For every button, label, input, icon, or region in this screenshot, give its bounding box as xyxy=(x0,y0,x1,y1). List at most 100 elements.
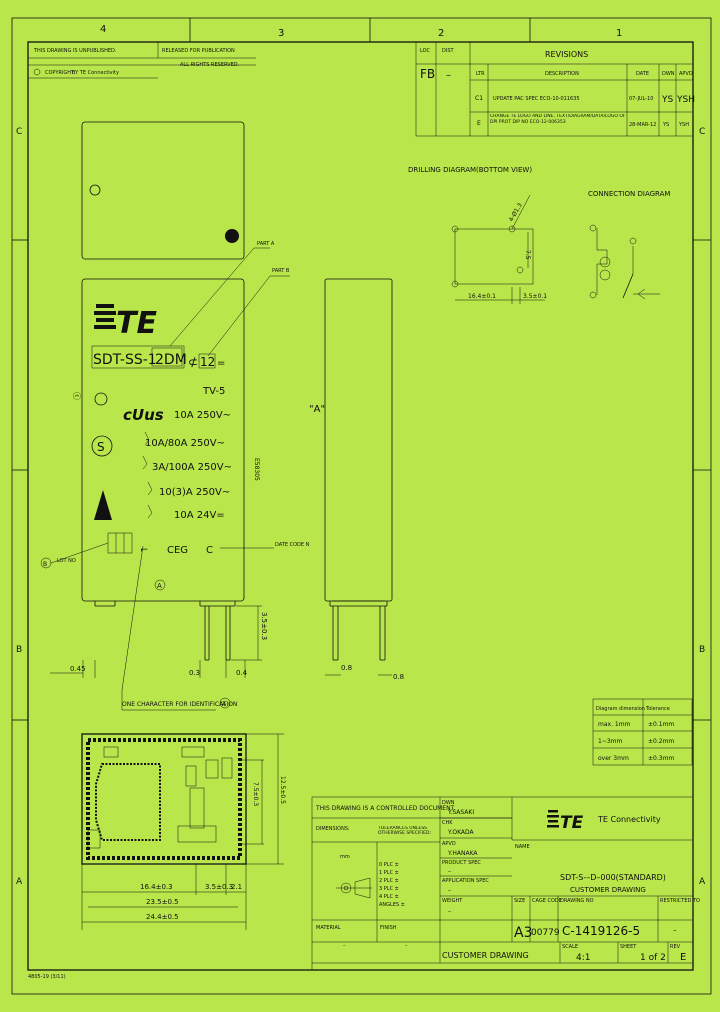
drill-dim-16-4: 16.4±0.1 xyxy=(468,293,496,300)
dim-0-8-side: 0.8 xyxy=(341,664,352,672)
callout-circle-a: A xyxy=(222,701,227,708)
tb-dimensions-unit: mm xyxy=(340,854,350,860)
zone-top-2: 2 xyxy=(438,28,444,39)
zone-top-3: 3 xyxy=(278,28,284,39)
dim-0-4: 0.4 xyxy=(236,669,248,677)
callout-lot-no: LOT NO xyxy=(57,558,76,564)
relay-front-view: TE SDT-SS-1 2DM ⊄ 12 = TV-5 cUus S 10A 2… xyxy=(72,278,260,661)
rev-row1-apvd: YSH xyxy=(676,95,695,105)
label-type: TV-5 xyxy=(202,386,225,397)
tb-tol-1: 1 PLC ± xyxy=(379,870,399,876)
zone-top-4: 4 xyxy=(100,24,106,35)
tb-name-line1: SDT-S-–D–000(STANDARD) xyxy=(560,873,666,882)
dim-0-3: 0.3 xyxy=(189,669,200,677)
tol-row2-dim: 1~3mm xyxy=(598,738,623,745)
tol-row1-tol: ±0.1mm xyxy=(648,721,674,728)
tb-dwg-value: C-1419126-5 xyxy=(562,924,640,938)
svg-text:7.5: 7.5 xyxy=(524,250,531,260)
tb-sheet-value: 1 of 2 xyxy=(640,953,666,963)
tb-sheet-label: SHEET xyxy=(620,944,637,950)
rev-row1-date: 07-JUL-10 xyxy=(629,96,653,102)
relay-top-view xyxy=(81,121,245,260)
footer-form-number: 4805-19 (3/11) xyxy=(28,974,66,980)
connection-diagram: CONNECTION DIAGRAM xyxy=(588,190,670,300)
zone-top-1: 1 xyxy=(616,28,622,39)
tol-header-tol: Tolerance xyxy=(645,706,670,712)
zone-left-b: B xyxy=(16,645,22,655)
view-a-label: "A" xyxy=(309,404,325,415)
callout-part-b: PART B xyxy=(272,268,290,274)
zone-right-b: B xyxy=(699,645,705,655)
tb-scale-value: 4:1 xyxy=(576,953,590,963)
tb-rev-label: REV xyxy=(670,944,681,950)
tol-header-dim: Diagram dimension xyxy=(596,706,645,712)
tb-restricted-label: RESTRICTED TO xyxy=(660,898,700,904)
tb-cage-value: 00779 xyxy=(531,928,560,938)
bot-dim-3-5: 3.5±0.3 xyxy=(205,883,233,891)
rev-row2-apvd: YSH xyxy=(678,122,689,128)
label-series: E58305 xyxy=(253,458,260,481)
label-logo-text: TE xyxy=(116,306,157,341)
relay-side-view: "A" 0.8 0.8 xyxy=(309,278,404,681)
tol-row3-dim: over 3mm xyxy=(598,755,629,762)
relay-bottom-view xyxy=(81,733,264,865)
label-c: C xyxy=(206,545,213,556)
tb-tol-0: 0 PLC ± xyxy=(379,862,399,868)
rev-col-ltr: LTR xyxy=(476,71,485,77)
callout-date-code: DATE CODE N xyxy=(275,542,310,548)
header-unpublished: THIS DRAWING IS UNPUBLISHED. xyxy=(33,48,117,54)
rev-row2-date: 28-MAR-12 xyxy=(629,122,656,128)
header-copyright-by: BY TE Connectivity xyxy=(72,70,119,76)
rev-row2-desc: CHANGE TE LOGO AND LINE, TEXT/DIAGRAM/DA… xyxy=(490,114,626,125)
svg-text:TE: TE xyxy=(560,813,584,833)
tb-chk-value: Y.OKADA xyxy=(447,829,475,836)
svg-text:⌐: ⌐ xyxy=(140,545,148,556)
tb-tol-3: 3 PLC ± xyxy=(379,886,399,892)
tb-tol-4: 4 PLC ± xyxy=(379,894,399,900)
tb-name-line2: CUSTOMER DRAWING xyxy=(570,886,646,894)
drilling-title: DRILLING DIAGRAM(BOTTOM VIEW) xyxy=(408,166,532,174)
tb-controlled: THIS DRAWING IS A CONTROLLED DOCUMENT. xyxy=(315,805,456,812)
zone-left-a: A xyxy=(16,877,23,887)
svg-text:–: – xyxy=(405,943,408,949)
label-ceg: CEG xyxy=(167,545,188,556)
drilling-diagram: DRILLING DIAGRAM(BOTTOM VIEW) 4-Ø1.3 16.… xyxy=(408,166,547,304)
rev-col-apvd: APVD xyxy=(679,71,693,77)
tb-tol-5: ANGLES ± xyxy=(379,902,405,908)
drill-dim-3-5: 3.5±0.1 xyxy=(523,293,547,300)
lot-no-box xyxy=(107,532,133,554)
rev-row1-dwn: YS xyxy=(661,95,673,105)
revision-block: LOC DIST REVISIONS FB – LTR DESCRIPTION … xyxy=(415,41,695,137)
tb-company: TE Connectivity xyxy=(597,815,661,824)
rev-title: REVISIONS xyxy=(545,50,588,59)
tb-tol-2: 2 PLC ± xyxy=(379,878,399,884)
tolerance-table: Diagram dimension Tolerance max. 1mm ±0.… xyxy=(592,698,693,766)
projection-symbol-icon xyxy=(336,877,372,899)
csa-mark-icon xyxy=(94,392,108,406)
rev-loc-label: LOC xyxy=(420,48,431,54)
label-rating-2: 10A/80A 250V~ xyxy=(145,438,225,449)
tb-restricted-value: – xyxy=(673,926,677,934)
svg-text:–: – xyxy=(448,868,451,875)
label-rating-5: 10A 24V= xyxy=(174,510,225,521)
tb-product-spec: PRODUCT SPEC xyxy=(442,860,481,866)
ul-mark-icon: cUus xyxy=(123,406,164,424)
side-dim-12-5: 12.5±0.5 xyxy=(279,776,286,804)
one-character-callout: ONE CHARACTER FOR IDENTIFICATION xyxy=(122,701,237,708)
inner-frame xyxy=(27,41,694,971)
callout-part-a: PART A xyxy=(257,241,275,247)
rev-dist-value: – xyxy=(446,70,451,81)
tb-name-label: NAME xyxy=(515,844,530,850)
rev-dist-label: DIST xyxy=(442,48,454,54)
rev-row1-ltr: C1 xyxy=(475,95,483,102)
side-dim-7-5: 7.5±0.3 xyxy=(252,782,259,806)
zone-right-a: A xyxy=(699,877,706,887)
label-part-number: SDT-SS-1 xyxy=(93,352,157,368)
tol-row3-tol: ±0.3mm xyxy=(648,755,674,762)
svg-text:ⓒ: ⓒ xyxy=(72,392,81,400)
label-rating-3: 3A/100A 250V~ xyxy=(152,462,232,473)
tb-weight: WEIGHT xyxy=(442,898,463,904)
tb-rev-value: E xyxy=(680,952,686,963)
drill-hole-dim: 4-Ø1.3 xyxy=(508,202,524,223)
